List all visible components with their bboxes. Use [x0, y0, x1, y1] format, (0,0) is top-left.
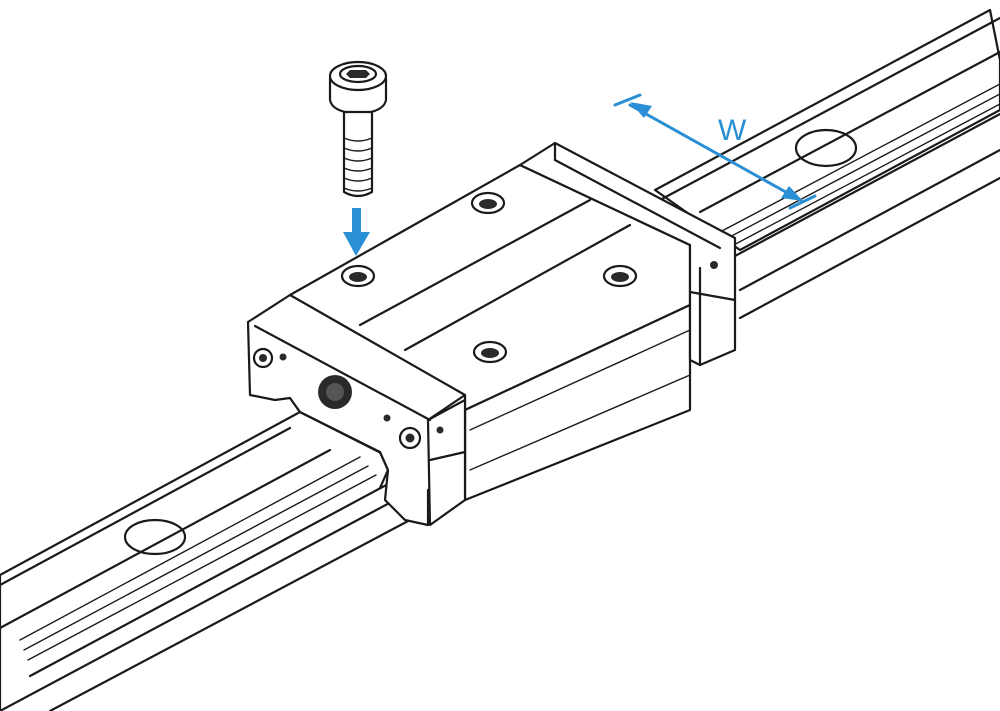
carriage-block: [246, 141, 737, 527]
mounting-direction-arrow: [343, 208, 370, 256]
width-dimension: W: [613, 93, 817, 210]
mounting-hole-front-right: [472, 340, 508, 364]
width-label: W: [718, 114, 747, 147]
mounting-hole-front-left: [340, 264, 376, 288]
rail-mounting-hole-front: [123, 518, 187, 556]
rail-front-segment: [0, 396, 412, 711]
rail-mounting-hole-back: [794, 128, 858, 168]
cap-screw: [328, 60, 388, 198]
mounting-hole-rear-left: [470, 191, 506, 215]
rail-back-segment: [653, 8, 1000, 320]
mounting-hole-rear-right: [602, 264, 638, 288]
